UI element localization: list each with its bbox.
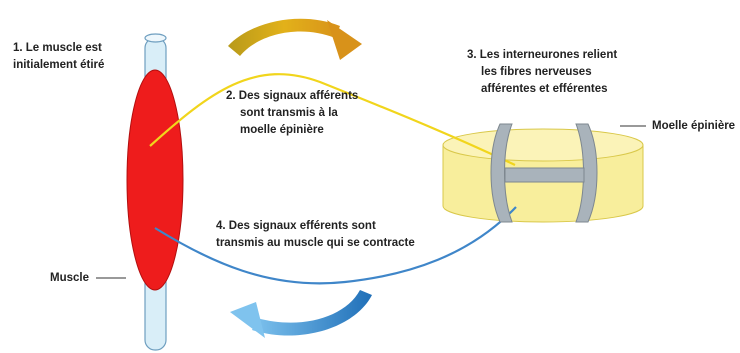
muscle-shape xyxy=(126,69,184,291)
interneurons xyxy=(490,123,598,223)
efferent-fiber xyxy=(154,206,517,285)
step4-label: 4. Des signaux efférents sont transmis a… xyxy=(216,220,415,249)
step2-label: 2. Des signaux afférents sont transmis à… xyxy=(226,90,359,136)
spinal-cord-label: Moelle épinière xyxy=(652,120,736,132)
step1-label: 1. Le muscle est initialement étiré xyxy=(13,42,105,71)
afferent-direction-arrow xyxy=(228,18,362,60)
afferent-fiber xyxy=(149,73,516,166)
step3-label: 3. Les interneurones relient les fibres … xyxy=(467,49,618,95)
muscle-label: Muscle xyxy=(50,272,89,284)
efferent-direction-arrow xyxy=(230,290,372,338)
